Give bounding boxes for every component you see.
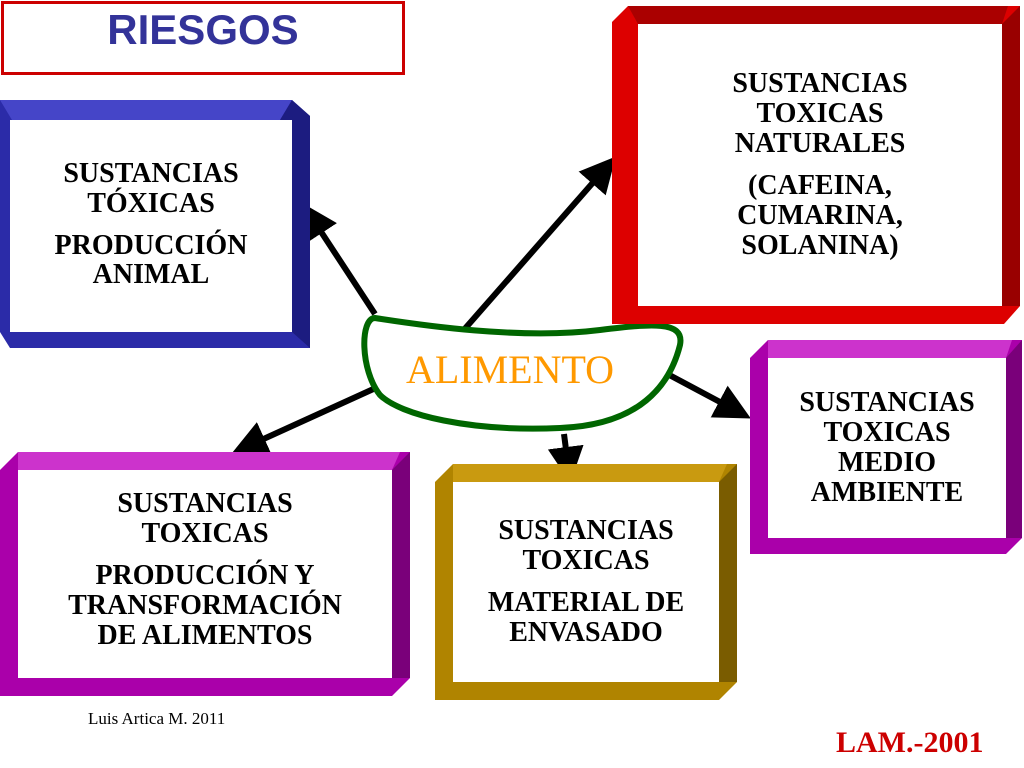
box-line: MATERIAL DE — [487, 587, 685, 618]
box-naturales: SUSTANCIAS TOXICAS NATURALES (CAFEINA, C… — [612, 6, 1020, 324]
box-line: DE ALIMENTOS — [97, 619, 313, 651]
box-frame — [750, 340, 1022, 554]
footer-author: Luis Artica M. 2011 — [88, 709, 226, 728]
box-line: NATURALES — [734, 128, 906, 160]
box-line: SUSTANCIAS — [117, 488, 293, 520]
arrow-to-animal — [302, 202, 378, 316]
arrow-to-envasado — [547, 433, 584, 483]
box-frame — [0, 100, 310, 348]
arrow-to-transformacion — [231, 383, 382, 455]
box-line: TOXICAS — [756, 98, 884, 130]
box-line: TRANSFORMACIÓN — [68, 589, 342, 621]
box-line: PRODUCCIÓN — [54, 229, 248, 261]
box-envasado: SUSTANCIAS TOXICAS MATERIAL DE ENVASADO — [435, 464, 737, 700]
box-line: TOXICAS — [823, 417, 951, 449]
title-box: RIESGOS — [1, 1, 405, 75]
box-line: (CAFEINA, — [748, 170, 892, 201]
box-transformacion: SUSTANCIAS TOXICAS PRODUCCIÓN Y TRANSFOR… — [0, 452, 410, 696]
box-frame — [435, 464, 737, 700]
box-line: CUMARINA, — [737, 199, 903, 231]
title-text: RIESGOS — [107, 6, 299, 53]
box-line: TOXICAS — [141, 518, 269, 550]
box-frame — [0, 452, 410, 696]
box-line: SOLANINA) — [741, 229, 899, 261]
footer-code: LAM.-2001 — [836, 726, 984, 759]
box-line: SUSTANCIAS — [732, 68, 908, 100]
box-line: TOXICAS — [522, 545, 650, 577]
center-oval — [361, 314, 684, 432]
box-frame — [612, 6, 1020, 324]
box-produccion-animal: SUSTANCIAS TÓXICAS PRODUCCIÓN ANIMAL — [0, 100, 310, 348]
box-line: ANIMAL — [92, 259, 210, 291]
box-line: SUSTANCIAS — [799, 387, 975, 419]
box-line: PRODUCCIÓN Y — [95, 560, 315, 592]
box-line: ENVASADO — [509, 616, 663, 648]
box-medio-ambiente: SUSTANCIAS TOXICAS MEDIO AMBIENTE — [750, 340, 1022, 554]
box-line: SUSTANCIAS — [63, 157, 239, 189]
box-line: SUSTANCIAS — [498, 515, 674, 547]
box-line: AMBIENTE — [810, 476, 964, 508]
box-line: MEDIO — [838, 447, 936, 478]
box-line: TÓXICAS — [87, 187, 215, 219]
center-label: ALIMENTO — [405, 347, 615, 392]
arrow-to-naturales — [459, 156, 616, 334]
arrow-to-ambiente — [658, 367, 751, 419]
